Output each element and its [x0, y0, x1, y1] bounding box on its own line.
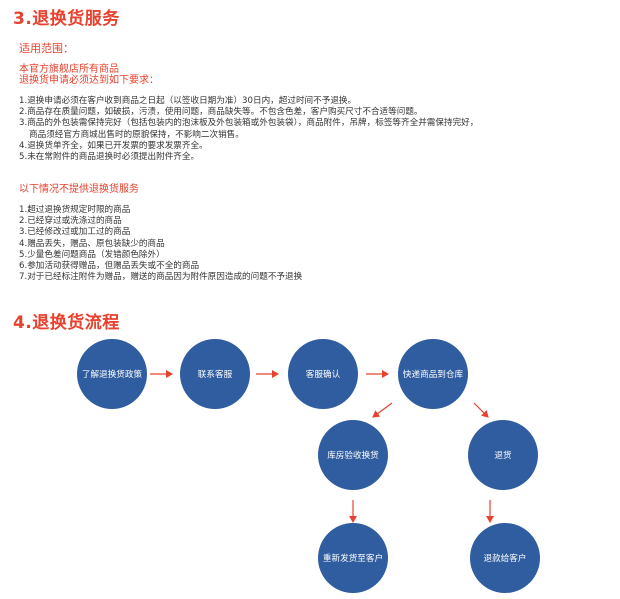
intro-line: 本官方旗舰店所有商品 — [19, 64, 119, 75]
not-provided-list: 1.超过退换货规定时限的商品 2.已经穿过或洗涤过的商品 3.已经修改过或加工过… — [19, 205, 302, 283]
rule-item: 5.未在常附件的商品退换时必须提出附件齐全。 — [19, 152, 200, 163]
rule-item: 3.商品的外包装需保持完好（包括包装内的泡沫板及外包装箱或外包装袋），商品附件，… — [19, 118, 479, 129]
arrow-down-left — [372, 402, 393, 418]
scope-intro: 本官方旗舰店所有商品 退换货申请必须达到如下要求： — [19, 64, 159, 86]
rule-item: 4.退换货单齐全，如果已开发票的要求发票齐全。 — [19, 140, 208, 151]
intro-line: 退换货申请必须达到如下要求： — [19, 75, 159, 86]
scope-label: 适用范围： — [19, 42, 74, 55]
section4-title: 4.退换货流程 — [13, 313, 120, 333]
rule-item: 商品须经官方商城出售时的原貌保持，不影响二次销售。 — [29, 129, 244, 140]
not-provided-item: 6.参加活动获得赠品，但赠品丢失或不全的商品 — [19, 261, 200, 272]
step-reship-to-customer: 重新发货至客户 — [318, 523, 388, 593]
not-provided-item: 5.少量色差问题商品（发错颜色除外） — [19, 249, 165, 260]
not-provided-item: 1.超过退换货规定时限的商品 — [19, 205, 131, 215]
step-contact-support: 联系客服 — [180, 339, 250, 409]
rule-item: 2.商品存在质量问题，如破损，污渍，使用问题，商品缺失等。不包含色差，客户购买尺… — [19, 107, 423, 118]
not-provided-item: 4.赠品丢失，赠品、原包装缺少的商品 — [19, 238, 165, 249]
flow-arrows — [150, 370, 494, 523]
not-provided-item: 7.对于已经标注附件为赠品，赠送的商品因为附件原因造成的问题不予退换 — [19, 272, 303, 283]
step-support-confirm: 客服确认 — [288, 339, 358, 409]
step-refund-customer: 退款给客户 — [470, 523, 540, 593]
not-provided-item: 3.已经修改过或加工过的商品 — [19, 227, 131, 238]
section3-title: 3.退换货服务 — [13, 9, 120, 29]
step-learn-policy: 了解退换货政策 — [77, 339, 147, 409]
rule-item: 1.退换申请必须在客户收到商品之日起（以签收日期为准）30日内，超过时间不予退换… — [19, 96, 357, 106]
step-warehouse-inspection: 库房验收换货 — [318, 420, 388, 490]
not-provided-title: 以下情况不提供退换货服务 — [19, 184, 139, 195]
return-rules-list: 1.退换申请必须在客户收到商品之日起（以签收日期为准）30日内，超过时间不予退换… — [19, 96, 478, 163]
return-process-flowchart: 了解退换货政策 联系客服 客服确认 快递商品到仓库 库房验收换货 退货 重新发货… — [0, 330, 620, 599]
arrow-down-right — [473, 402, 489, 418]
not-provided-item: 2.已经穿过或洗涤过的商品 — [19, 216, 122, 227]
step-return: 退货 — [468, 420, 538, 490]
step-ship-to-warehouse: 快递商品到仓库 — [398, 339, 468, 409]
